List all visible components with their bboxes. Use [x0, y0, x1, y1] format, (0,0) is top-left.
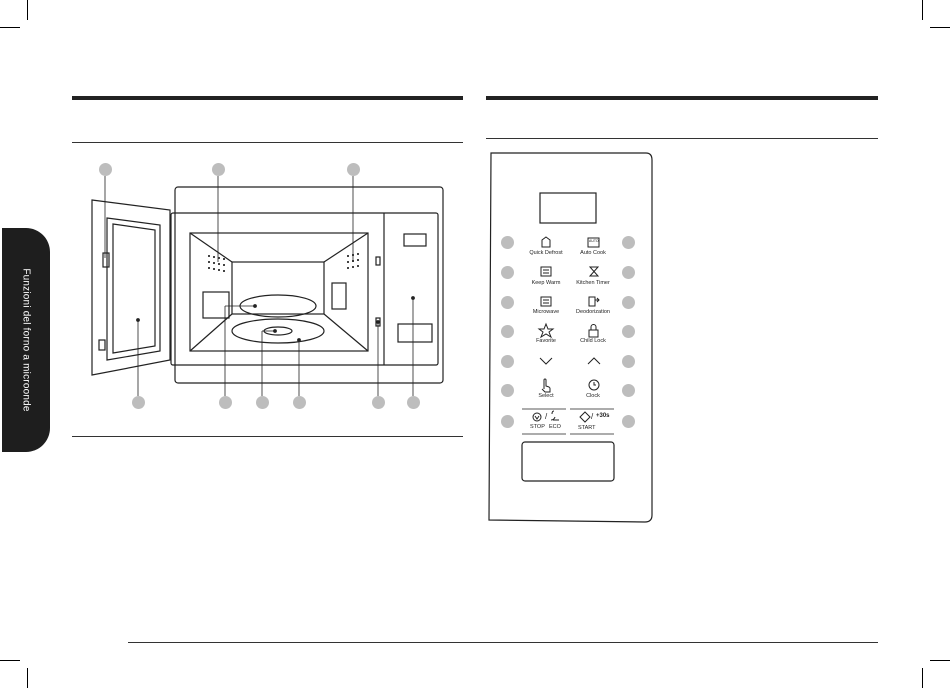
- chevron-up-icon: [588, 358, 600, 364]
- hourglass-icon: [590, 267, 598, 276]
- star-icon: [539, 324, 553, 337]
- stop-eco-slash: /: [545, 412, 547, 421]
- callout-panel-left-1: [501, 236, 514, 249]
- deodorization-label: Deodorization: [558, 309, 628, 315]
- hand-pointer-icon: [542, 379, 550, 392]
- callout-panel-left-7: [501, 415, 514, 428]
- stop-label: STOP: [530, 424, 545, 430]
- start-icon: [580, 412, 590, 422]
- callout-panel-right-4: [622, 325, 635, 338]
- auto-cook-icon-text: AUTO: [589, 239, 599, 243]
- callout-panel-left-5: [501, 355, 514, 368]
- callout-panel-left-2: [501, 266, 514, 279]
- microwave-icon: [541, 297, 551, 306]
- start-label: START: [578, 425, 596, 431]
- child-lock-label: Child Lock: [558, 338, 628, 344]
- eco-label: ECO: [549, 424, 561, 430]
- deodorization-icon: [589, 297, 599, 306]
- callout-panel-right-1: [622, 236, 635, 249]
- callout-panel-right-3: [622, 296, 635, 309]
- chevron-down-icon: [540, 358, 552, 364]
- callout-panel-right-6: [622, 384, 635, 397]
- callout-panel-right-2: [622, 266, 635, 279]
- start-slash: /: [591, 412, 593, 421]
- auto-cook-label: Auto Cook: [558, 250, 628, 256]
- lock-icon: [589, 330, 598, 337]
- defrost-icon: [542, 237, 550, 247]
- eco-icon: [551, 411, 559, 420]
- callout-panel-right-5: [622, 355, 635, 368]
- plus30-label: +30s: [596, 413, 610, 419]
- keep-warm-icon: [541, 267, 551, 276]
- callout-panel-right-7: [622, 415, 635, 428]
- clock-label: Clock: [558, 393, 628, 399]
- callout-panel-left-4: [501, 325, 514, 338]
- callout-panel-left-3: [501, 296, 514, 309]
- kitchen-timer-label: Kitchen Timer: [558, 280, 628, 286]
- callout-panel-left-6: [501, 384, 514, 397]
